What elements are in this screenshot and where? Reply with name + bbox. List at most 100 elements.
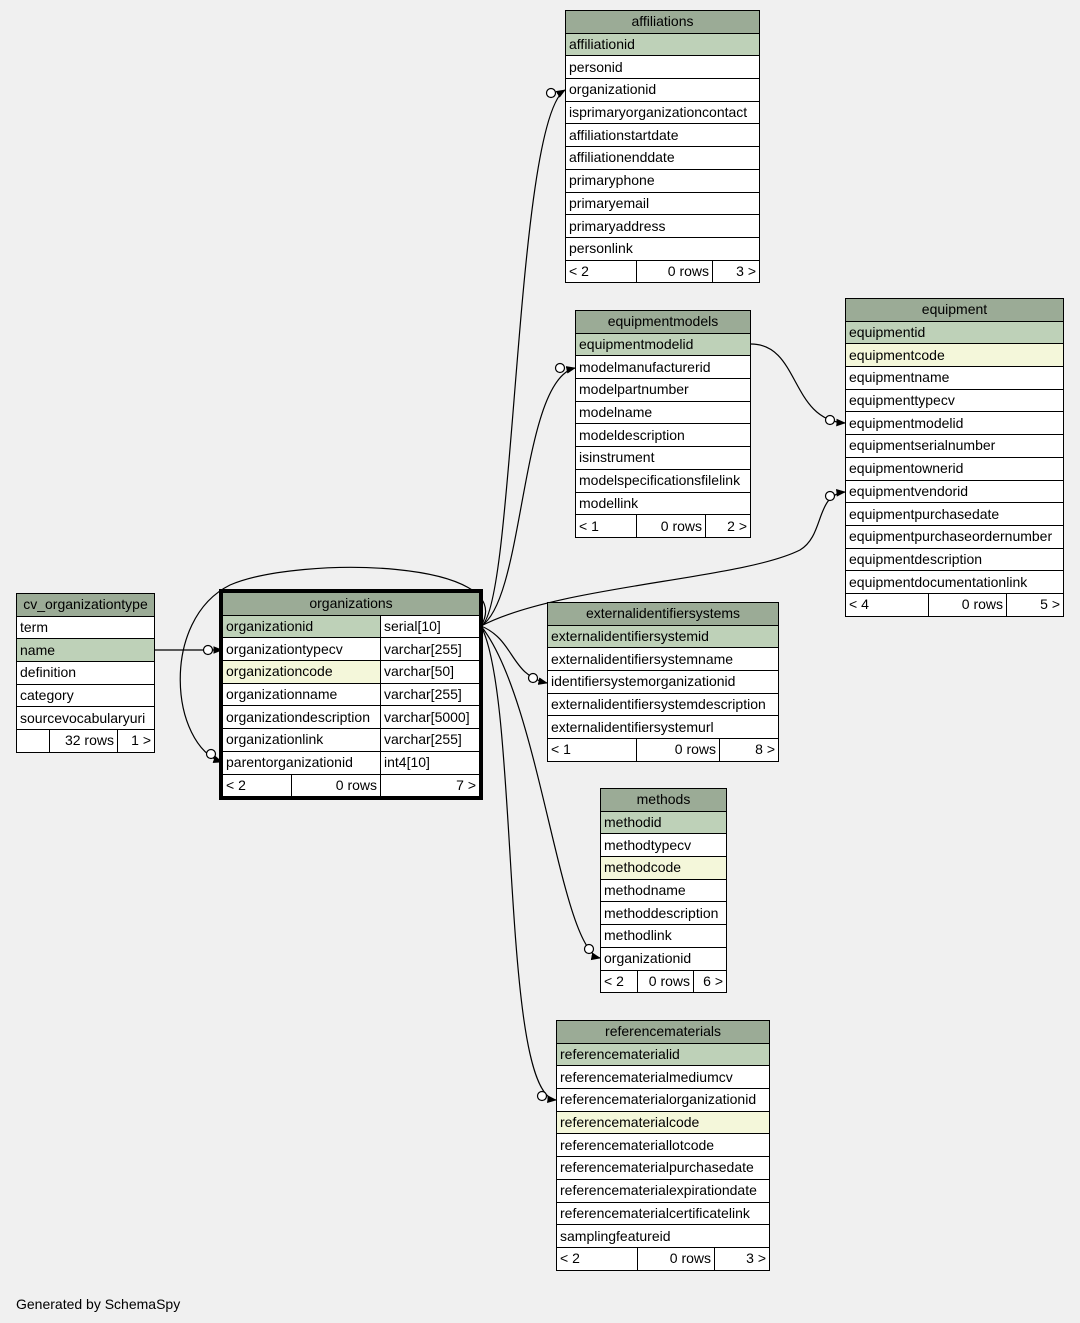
column-name[interactable]: name xyxy=(16,638,155,663)
children-link[interactable]: 2 > xyxy=(705,514,751,538)
children-link[interactable]: 7 > xyxy=(380,773,480,798)
parents-link[interactable]: < 2 xyxy=(565,259,637,284)
column-equipmentownerid[interactable]: equipmentownerid xyxy=(845,456,1064,481)
column-samplingfeatureid[interactable]: samplingfeatureid xyxy=(556,1224,770,1248)
table-title[interactable]: referencematerials xyxy=(556,1020,770,1044)
column-equipmentvendorid[interactable]: equipmentvendorid xyxy=(845,479,1064,504)
column-term[interactable]: term xyxy=(16,615,155,640)
column-referencematerialpurchasedate[interactable]: referencematerialpurchasedate xyxy=(556,1156,770,1180)
column-referencemateriallotcode[interactable]: referencemateriallotcode xyxy=(556,1133,770,1158)
column-referencematerialcertificatelink[interactable]: referencematerialcertificatelink xyxy=(556,1201,770,1226)
column-equipmentmodelid[interactable]: equipmentmodelid xyxy=(845,411,1064,436)
column-externalidentifiersystemname[interactable]: externalidentifiersystemname xyxy=(547,647,779,672)
column-methoddescription[interactable]: methoddescription xyxy=(600,901,727,926)
table-title[interactable]: affiliations xyxy=(565,10,760,34)
generated-by-text: Generated by SchemaSpy xyxy=(16,1296,181,1312)
column-organizationid[interactable]: organizationid xyxy=(565,78,760,102)
column-equipmentdescription[interactable]: equipmentdescription xyxy=(845,547,1064,572)
table-cv-organizationtype[interactable]: cv_organizationtype term name definition… xyxy=(16,593,155,753)
column-equipmentpurchasedate[interactable]: equipmentpurchasedate xyxy=(845,502,1064,526)
edge-affiliations-organizations xyxy=(480,89,566,627)
table-title[interactable]: methods xyxy=(600,788,727,812)
column-affiliationenddate[interactable]: affiliationenddate xyxy=(565,146,760,170)
column-organizationid[interactable]: organizationid xyxy=(600,946,727,971)
parents-link[interactable]: < 1 xyxy=(575,514,637,538)
table-equipment[interactable]: equipment equipmentid equipmentcode equi… xyxy=(845,298,1064,617)
column-modelpartnumber[interactable]: modelpartnumber xyxy=(575,378,751,402)
column-type: varchar[255] xyxy=(380,637,480,662)
column-equipmenttypecv[interactable]: equipmenttypecv xyxy=(845,388,1064,413)
column-identifiersystemorganizationid[interactable]: identifiersystemorganizationid xyxy=(547,670,779,694)
column-organizationdescription[interactable]: organizationdescription xyxy=(222,705,381,730)
table-referencematerials[interactable]: referencematerials referencematerialid r… xyxy=(556,1020,770,1271)
column-affiliationid[interactable]: affiliationid xyxy=(565,32,760,57)
column-organizationtypecv[interactable]: organizationtypecv xyxy=(222,637,381,662)
parents-link[interactable]: < 2 xyxy=(600,969,638,994)
column-equipmentserialnumber[interactable]: equipmentserialnumber xyxy=(845,434,1064,458)
parents-link[interactable]: < 1 xyxy=(547,738,637,762)
table-affiliations[interactable]: affiliations affiliationid personid orga… xyxy=(565,10,760,284)
column-organizationname[interactable]: organizationname xyxy=(222,682,381,707)
children-link[interactable]: 8 > xyxy=(719,738,779,762)
column-equipmentpurchaseordernumber[interactable]: equipmentpurchaseordernumber xyxy=(845,524,1064,549)
table-title[interactable]: externalidentifiersystems xyxy=(547,602,779,626)
column-methodcode[interactable]: methodcode xyxy=(600,856,727,880)
column-isprimaryorganizationcontact[interactable]: isprimaryorganizationcontact xyxy=(565,100,760,125)
column-modelmanufacturerid[interactable]: modelmanufacturerid xyxy=(575,355,751,380)
parents-link[interactable]: < 2 xyxy=(222,773,292,798)
column-primaryaddress[interactable]: primaryaddress xyxy=(565,214,760,238)
column-equipmentname[interactable]: equipmentname xyxy=(845,366,1064,390)
column-methodname[interactable]: methodname xyxy=(600,878,727,903)
table-externalidentifiersystems[interactable]: externalidentifiersystems externalidenti… xyxy=(547,602,779,762)
column-sourcevocabularyuri[interactable]: sourcevocabularyuri xyxy=(16,706,155,731)
column-referencematerialcode[interactable]: referencematerialcode xyxy=(556,1110,770,1135)
column-type: serial[10] xyxy=(380,614,480,639)
children-link[interactable]: 5 > xyxy=(1006,592,1064,617)
children-link[interactable]: 1 > xyxy=(117,729,155,753)
table-title[interactable]: equipment xyxy=(845,298,1064,322)
edge-equipment-equipmentmodels xyxy=(750,343,846,427)
column-modelname[interactable]: modelname xyxy=(575,400,751,425)
column-personlink[interactable]: personlink xyxy=(565,236,760,261)
children-link[interactable]: 3 > xyxy=(714,1246,770,1271)
children-link[interactable]: 3 > xyxy=(712,259,760,284)
column-equipmentid[interactable]: equipmentid xyxy=(845,320,1064,345)
column-modellink[interactable]: modellink xyxy=(575,491,751,516)
column-organizationlink[interactable]: organizationlink xyxy=(222,728,381,752)
table-equipmentmodels[interactable]: equipmentmodels equipmentmodelid modelma… xyxy=(575,310,751,538)
column-equipmentmodelid[interactable]: equipmentmodelid xyxy=(575,332,751,357)
table-organizations[interactable]: organizations organizationid serial[10] … xyxy=(219,588,483,801)
column-methodlink[interactable]: methodlink xyxy=(600,924,727,948)
column-primaryphone[interactable]: primaryphone xyxy=(565,168,760,193)
table-title[interactable]: equipmentmodels xyxy=(575,310,751,334)
column-externalidentifiersystemid[interactable]: externalidentifiersystemid xyxy=(547,624,779,649)
column-organizationcode[interactable]: organizationcode xyxy=(222,660,381,684)
column-definition[interactable]: definition xyxy=(16,661,155,685)
column-referencematerialexpirationdate[interactable]: referencematerialexpirationdate xyxy=(556,1178,770,1203)
column-personid[interactable]: personid xyxy=(565,55,760,80)
column-equipmentcode[interactable]: equipmentcode xyxy=(845,343,1064,368)
row-count: 0 rows xyxy=(928,592,1007,617)
column-parentorganizationid[interactable]: parentorganizationid xyxy=(222,750,381,775)
column-externalidentifiersystemdescription[interactable]: externalidentifiersystemdescription xyxy=(547,692,779,717)
column-affiliationstartdate[interactable]: affiliationstartdate xyxy=(565,123,760,148)
column-modelspecificationsfilelink[interactable]: modelspecificationsfilelink xyxy=(575,468,751,493)
table-methods[interactable]: methods methodid methodtypecv methodcode… xyxy=(600,788,727,994)
table-title[interactable]: cv_organizationtype xyxy=(16,593,155,617)
column-referencematerialmediumcv[interactable]: referencematerialmediumcv xyxy=(556,1065,770,1090)
column-modeldescription[interactable]: modeldescription xyxy=(575,423,751,448)
column-primaryemail[interactable]: primaryemail xyxy=(565,191,760,216)
column-referencematerialorganizationid[interactable]: referencematerialorganizationid xyxy=(556,1088,770,1112)
parents-link[interactable]: < 2 xyxy=(556,1246,638,1271)
column-isinstrument[interactable]: isinstrument xyxy=(575,446,751,470)
column-organizationid[interactable]: organizationid xyxy=(222,614,381,639)
column-equipmentdocumentationlink[interactable]: equipmentdocumentationlink xyxy=(845,570,1064,594)
column-referencematerialid[interactable]: referencematerialid xyxy=(556,1042,770,1067)
children-link[interactable]: 6 > xyxy=(693,969,727,994)
parents-link[interactable]: < 4 xyxy=(845,592,929,617)
table-title[interactable]: organizations xyxy=(222,592,480,616)
column-category[interactable]: category xyxy=(16,683,155,708)
column-externalidentifiersystemurl[interactable]: externalidentifiersystemurl xyxy=(547,715,779,740)
column-methodid[interactable]: methodid xyxy=(600,810,727,835)
column-methodtypecv[interactable]: methodtypecv xyxy=(600,833,727,858)
